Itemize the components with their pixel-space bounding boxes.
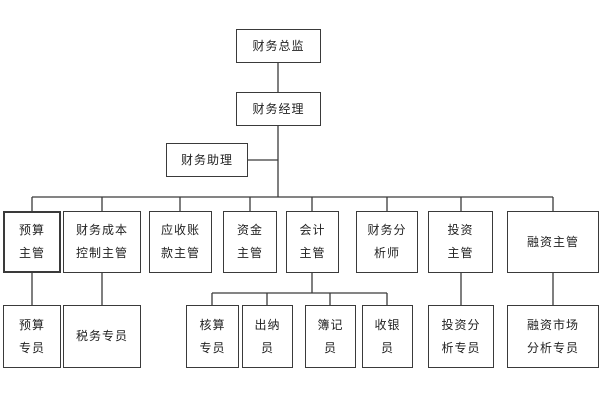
node-staff-investment-analyst: 投资分 析专员 [428,305,494,368]
node-staff-financing-analyst: 融资市场 分析专员 [507,305,599,368]
node-dept-financial-analyst: 财务分 析师 [356,211,418,273]
node-staff-budget: 预算 专员 [3,305,61,368]
node-dept-accounting: 会计 主管 [286,211,339,273]
node-dept-receivables: 应收账 款主管 [149,211,212,273]
node-staff-cashier: 出纳 员 [242,305,293,368]
node-finance-assistant: 财务助理 [166,143,248,177]
node-dept-funds: 资金 主管 [223,211,277,273]
node-staff-tax: 税务专员 [63,305,141,368]
node-staff-bookkeeper: 簿记 员 [305,305,356,368]
node-staff-cash-receiver: 收银 员 [362,305,413,368]
node-finance-manager: 财务经理 [236,92,321,126]
node-dept-investment: 投资 主管 [428,211,493,273]
node-finance-director: 财务总监 [236,29,321,63]
node-staff-audit: 核算 专员 [186,305,239,368]
node-dept-cost-control: 财务成本 控制主管 [63,211,141,273]
node-dept-budget: 预算 主管 [3,211,61,273]
node-dept-financing: 融资主管 [507,211,599,273]
